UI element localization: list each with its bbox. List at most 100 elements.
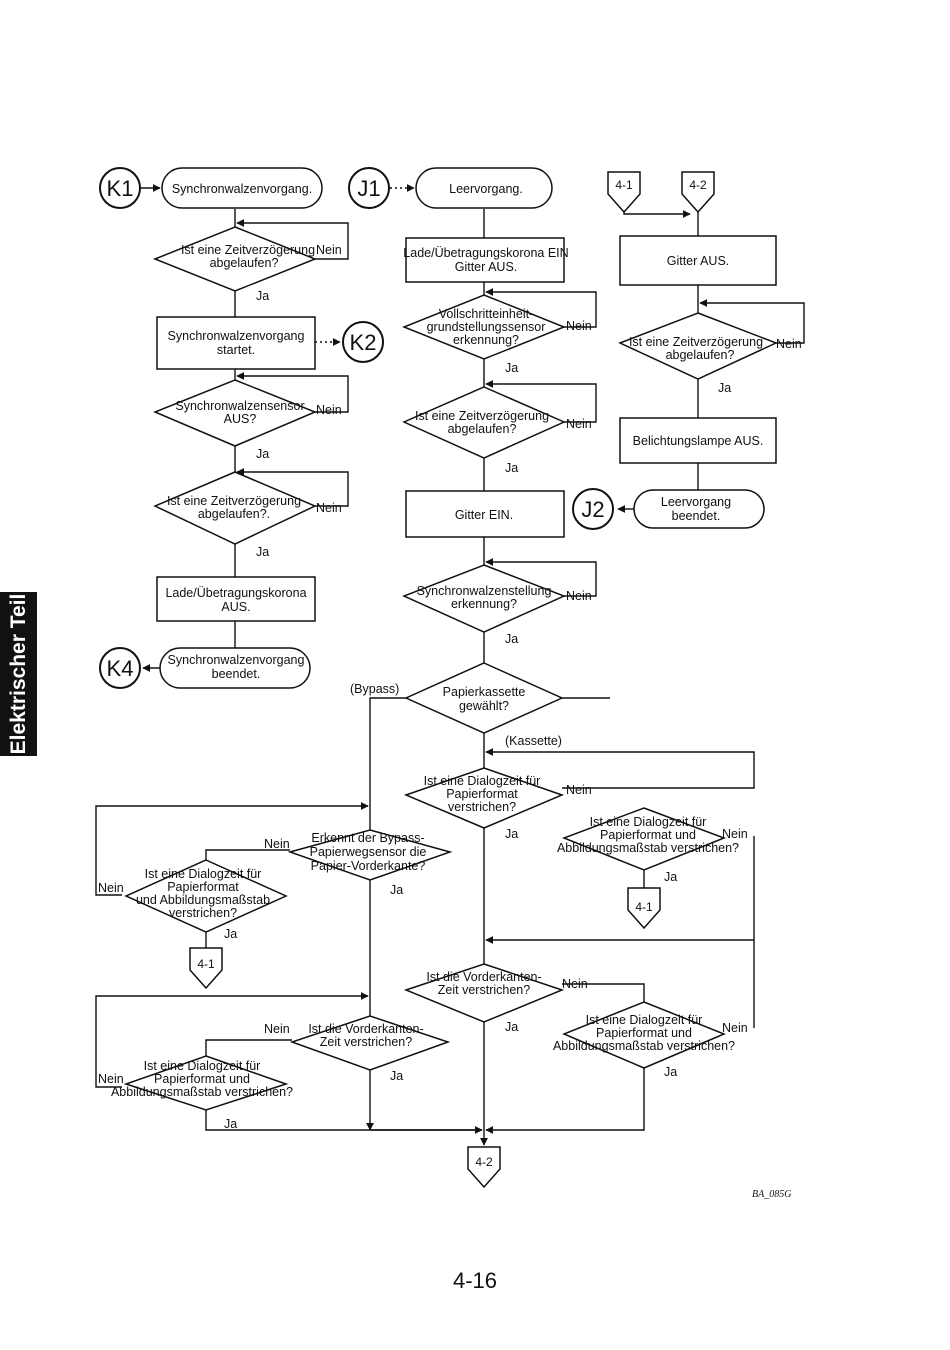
no-label: Nein: [264, 837, 290, 851]
no-label: Nein: [316, 501, 342, 515]
connector-j2-label: J2: [581, 497, 604, 522]
svg-text:und Abbildungsmaßstab: und Abbildungsmaßstab: [136, 893, 270, 907]
svg-text:Gitter AUS.: Gitter AUS.: [455, 260, 518, 274]
svg-text:Synchronwalzenvorgang: Synchronwalzenvorgang: [168, 653, 305, 667]
no-label: Nein: [316, 243, 342, 257]
branch-labels: Ja Nein Ja Nein Ja Nein Ja Nein Ja Nein …: [98, 243, 802, 1131]
page-number: 4-16: [452, 1268, 498, 1293]
section-tab-label: Elektrischer Teil: [6, 593, 30, 755]
yes-label: Ja: [390, 883, 403, 897]
svg-text:abgelaufen?: abgelaufen?: [448, 422, 517, 436]
svg-text:Erkennt der Bypass-: Erkennt der Bypass-: [311, 831, 424, 845]
decision-edge-time-left: Ist die Vorderkanten- Zeit verstrichen?: [289, 1015, 451, 1071]
decision-sync-position: Synchronwalzenstellung erkennung?: [402, 564, 566, 633]
yes-label: Ja: [664, 1065, 677, 1079]
yes-label: Ja: [505, 361, 518, 375]
svg-text:Ist eine Dialogzeit für: Ist eine Dialogzeit für: [590, 815, 707, 829]
decision-dialog-cassette-scale: Ist eine Dialogzeit für Papierformat und…: [557, 807, 739, 871]
figure-code: BA_085G: [752, 1189, 792, 1200]
svg-text:Papierformat und: Papierformat und: [154, 1072, 250, 1086]
svg-text:Ist eine Zeitverzögerung: Ist eine Zeitverzögerung: [181, 243, 315, 257]
connector-j1-label: J1: [357, 176, 380, 201]
svg-text:grundstellungssensor: grundstellungssensor: [427, 320, 546, 334]
connector-k1: K1: [99, 167, 141, 209]
section-tab: Elektrischer Teil: [0, 592, 37, 756]
offpage-label: 4-1: [197, 957, 215, 971]
yes-label: Ja: [505, 461, 518, 475]
svg-text:Gitter AUS.: Gitter AUS.: [667, 254, 730, 268]
decision-delay-k2: Ist eine Zeitverzögerung abgelaufen?.: [153, 471, 317, 545]
svg-text:Ist eine Zeitverzögerung: Ist eine Zeitverzögerung: [629, 335, 763, 349]
svg-text:Leervorgang.: Leervorgang.: [449, 182, 523, 196]
svg-text:Ist eine Dialogzeit für: Ist eine Dialogzeit für: [145, 867, 262, 881]
terminal-leervorgang-end: Leervorgang beendet.: [633, 489, 765, 529]
decision-dialog-cassette: Ist eine Dialogzeit für Papierformat ver…: [403, 767, 565, 829]
svg-text:Abbildungsmaßstab verstrichen?: Abbildungsmaßstab verstrichen?: [557, 841, 739, 855]
yes-label: Ja: [390, 1069, 403, 1083]
decision-dialog-bypass-scale: Ist eine Dialogzeit für Papierformat und…: [124, 859, 288, 933]
offpage-label: 4-1: [615, 178, 633, 192]
connector-k4: K4: [99, 647, 141, 689]
no-label: Nein: [566, 417, 592, 431]
connector-k4-label: K4: [107, 656, 134, 681]
svg-text:Lade/Übetragungskorona: Lade/Übetragungskorona: [165, 586, 306, 600]
yes-label: Ja: [664, 870, 677, 884]
svg-text:verstrichen?: verstrichen?: [169, 906, 237, 920]
no-label: Nein: [316, 403, 342, 417]
svg-text:Ist eine Dialogzeit für: Ist eine Dialogzeit für: [424, 774, 541, 788]
decision-dialog-right-scale: Ist eine Dialogzeit für Papierformat und…: [553, 1001, 735, 1069]
process-grid-on: Gitter EIN.: [405, 490, 565, 538]
svg-text:Abbildungsmaßstab verstrichen?: Abbildungsmaßstab verstrichen?: [111, 1085, 293, 1099]
svg-text:Belichtungslampe AUS.: Belichtungslampe AUS.: [633, 434, 764, 448]
offpage-label: 4-2: [689, 178, 707, 192]
offpage-4-1-right: 4-1: [627, 887, 661, 930]
no-label: Nein: [264, 1022, 290, 1036]
no-label: Nein: [98, 1072, 124, 1086]
connector-k1-label: K1: [107, 176, 134, 201]
no-label: Nein: [722, 827, 748, 841]
svg-text:Synchronwalzenstellung: Synchronwalzenstellung: [417, 584, 552, 598]
svg-text:Zeit verstrichen?: Zeit verstrichen?: [438, 983, 530, 997]
svg-text:erkennung?: erkennung?: [453, 333, 519, 347]
yes-label: Ja: [505, 632, 518, 646]
connector-k2-label: K2: [350, 330, 377, 355]
svg-text:erkennung?: erkennung?: [451, 597, 517, 611]
decision-bypass-sensor: Erkennt der Bypass- Papierwegsensor die …: [287, 829, 453, 881]
terminal-leervorgang-start: Leervorgang.: [415, 167, 553, 209]
yes-label: Ja: [256, 289, 269, 303]
offpage-4-2-bottom: 4-2: [467, 1146, 501, 1189]
yes-label: Ja: [718, 381, 731, 395]
connector-j2: J2: [572, 488, 614, 530]
svg-text:Abbildungsmaßstab verstrichen?: Abbildungsmaßstab verstrichen?: [553, 1039, 735, 1053]
decision-delay-k1: Ist eine Zeitverzögerung abgelaufen?: [152, 226, 318, 292]
offpage-4-1-top: 4-1: [607, 171, 641, 214]
decision-home-sensor: Vollschritteinheit- grundstellungssensor…: [401, 294, 567, 360]
svg-text:Zeit verstrichen?: Zeit verstrichen?: [320, 1035, 412, 1049]
yes-label: Ja: [505, 1020, 518, 1034]
decision-delay-j: Ist eine Zeitverzögerung abgelaufen?: [402, 386, 566, 459]
no-label: Nein: [566, 589, 592, 603]
svg-text:abgelaufen?: abgelaufen?: [210, 256, 279, 270]
decision-cassette-selected: Papierkassette gewählt?: [404, 662, 564, 734]
process-lamp-off: Belichtungslampe AUS.: [619, 417, 777, 464]
yes-label: Ja: [256, 447, 269, 461]
no-label: Nein: [566, 783, 592, 797]
no-label: Nein: [566, 319, 592, 333]
svg-text:Papierformat und: Papierformat und: [596, 1026, 692, 1040]
svg-text:Synchronwalzenvorgang: Synchronwalzenvorgang: [168, 329, 305, 343]
no-label: Nein: [98, 881, 124, 895]
svg-text:Ist die Vorderkanten-: Ist die Vorderkanten-: [308, 1022, 423, 1036]
yes-label: Ja: [256, 545, 269, 559]
svg-text:gewählt?: gewählt?: [459, 699, 509, 713]
cassette-label: (Kassette): [505, 734, 562, 748]
process-corona-on: Lade/Übetragungskorona EIN Gitter AUS.: [403, 237, 569, 283]
svg-text:AUS.: AUS.: [221, 600, 250, 614]
process-grid-off: Gitter AUS.: [619, 235, 777, 286]
svg-text:Papierformat: Papierformat: [446, 787, 518, 801]
process-corona-off: Lade/Übetragungskorona AUS.: [156, 576, 316, 622]
svg-text:abgelaufen?: abgelaufen?: [666, 348, 735, 362]
svg-text:AUS?: AUS?: [224, 412, 257, 426]
svg-text:Ist eine Zeitverzögerung: Ist eine Zeitverzögerung: [167, 494, 301, 508]
yes-label: Ja: [505, 827, 518, 841]
offpage-4-2-top: 4-2: [681, 171, 715, 214]
